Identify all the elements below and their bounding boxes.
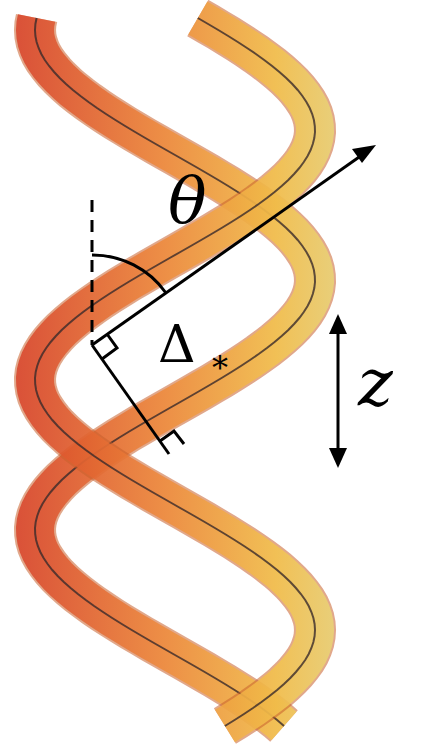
tube-outline: [35, 18, 315, 726]
arrow-head: [329, 448, 347, 468]
helix-tubes: [35, 18, 315, 726]
vertical-reference: [91, 200, 94, 345]
tube-outline: [35, 18, 315, 726]
pitch-label: z: [358, 350, 393, 416]
angle-arc: [92, 255, 166, 293]
tube-body: [35, 18, 315, 726]
right-angle-mark: [102, 334, 117, 359]
tangent-arrow: [92, 155, 362, 345]
right-angle-mark: [160, 431, 184, 444]
distance-label: Δ: [158, 318, 196, 370]
tube-centerline: [35, 18, 315, 726]
tube-centerline: [35, 18, 315, 726]
angle-label: θ: [168, 168, 207, 232]
distance-segment: [92, 345, 169, 454]
pitch-arrow: [337, 330, 340, 452]
arrow-head: [329, 314, 347, 334]
arrow-head: [352, 145, 376, 163]
distance-subscript: *: [212, 352, 228, 384]
tube-body: [35, 18, 315, 726]
